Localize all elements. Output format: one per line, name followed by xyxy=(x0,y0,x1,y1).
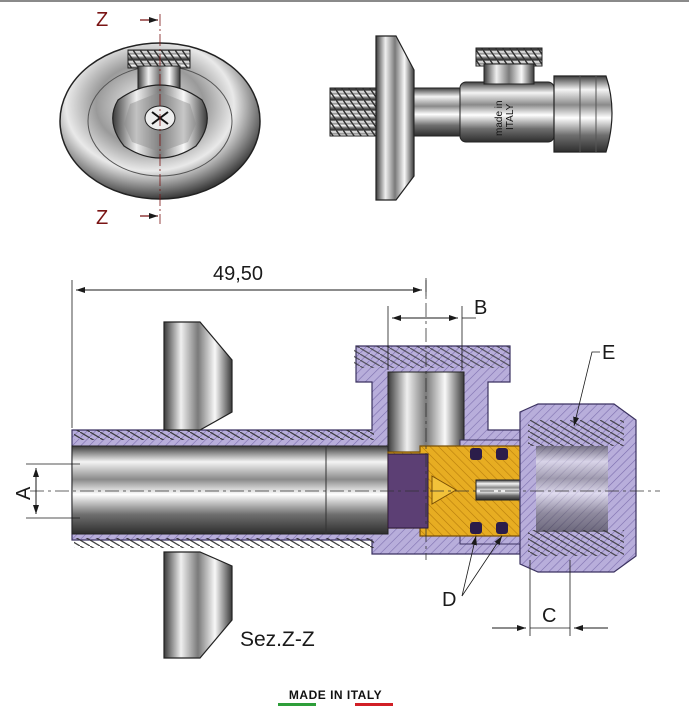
flag-white xyxy=(316,703,355,706)
section-mark-bottom: Z xyxy=(96,207,108,229)
flag-red xyxy=(354,703,393,706)
part-label-e: E xyxy=(602,342,615,364)
body-marking-line2: ITALY xyxy=(505,103,516,130)
dimension-c: C xyxy=(542,605,556,627)
front-view xyxy=(59,14,261,224)
section-view xyxy=(30,278,660,659)
dimension-lines xyxy=(26,280,608,636)
top-border-line xyxy=(0,0,689,2)
wall-flange xyxy=(163,321,233,431)
flag-stripe xyxy=(278,703,393,706)
dimension-a: A xyxy=(13,486,35,500)
badge-text: MADE IN ITALY xyxy=(288,688,383,702)
part-label-d: D xyxy=(442,589,456,611)
o-ring xyxy=(470,448,482,460)
section-mark-top: Z xyxy=(96,9,108,31)
o-ring xyxy=(470,522,482,534)
side-view xyxy=(329,35,613,201)
made-in-italy-badge: MADE IN ITALY xyxy=(278,688,393,706)
dimension-length: 49,50 xyxy=(213,263,263,285)
section-title: Sez.Z-Z xyxy=(240,628,315,651)
o-ring xyxy=(496,448,508,460)
dimension-b: B xyxy=(474,297,487,319)
o-ring xyxy=(496,522,508,534)
inlet-bore xyxy=(71,445,389,535)
body-marking-line1: made in xyxy=(494,100,505,136)
flag-green xyxy=(278,703,317,706)
